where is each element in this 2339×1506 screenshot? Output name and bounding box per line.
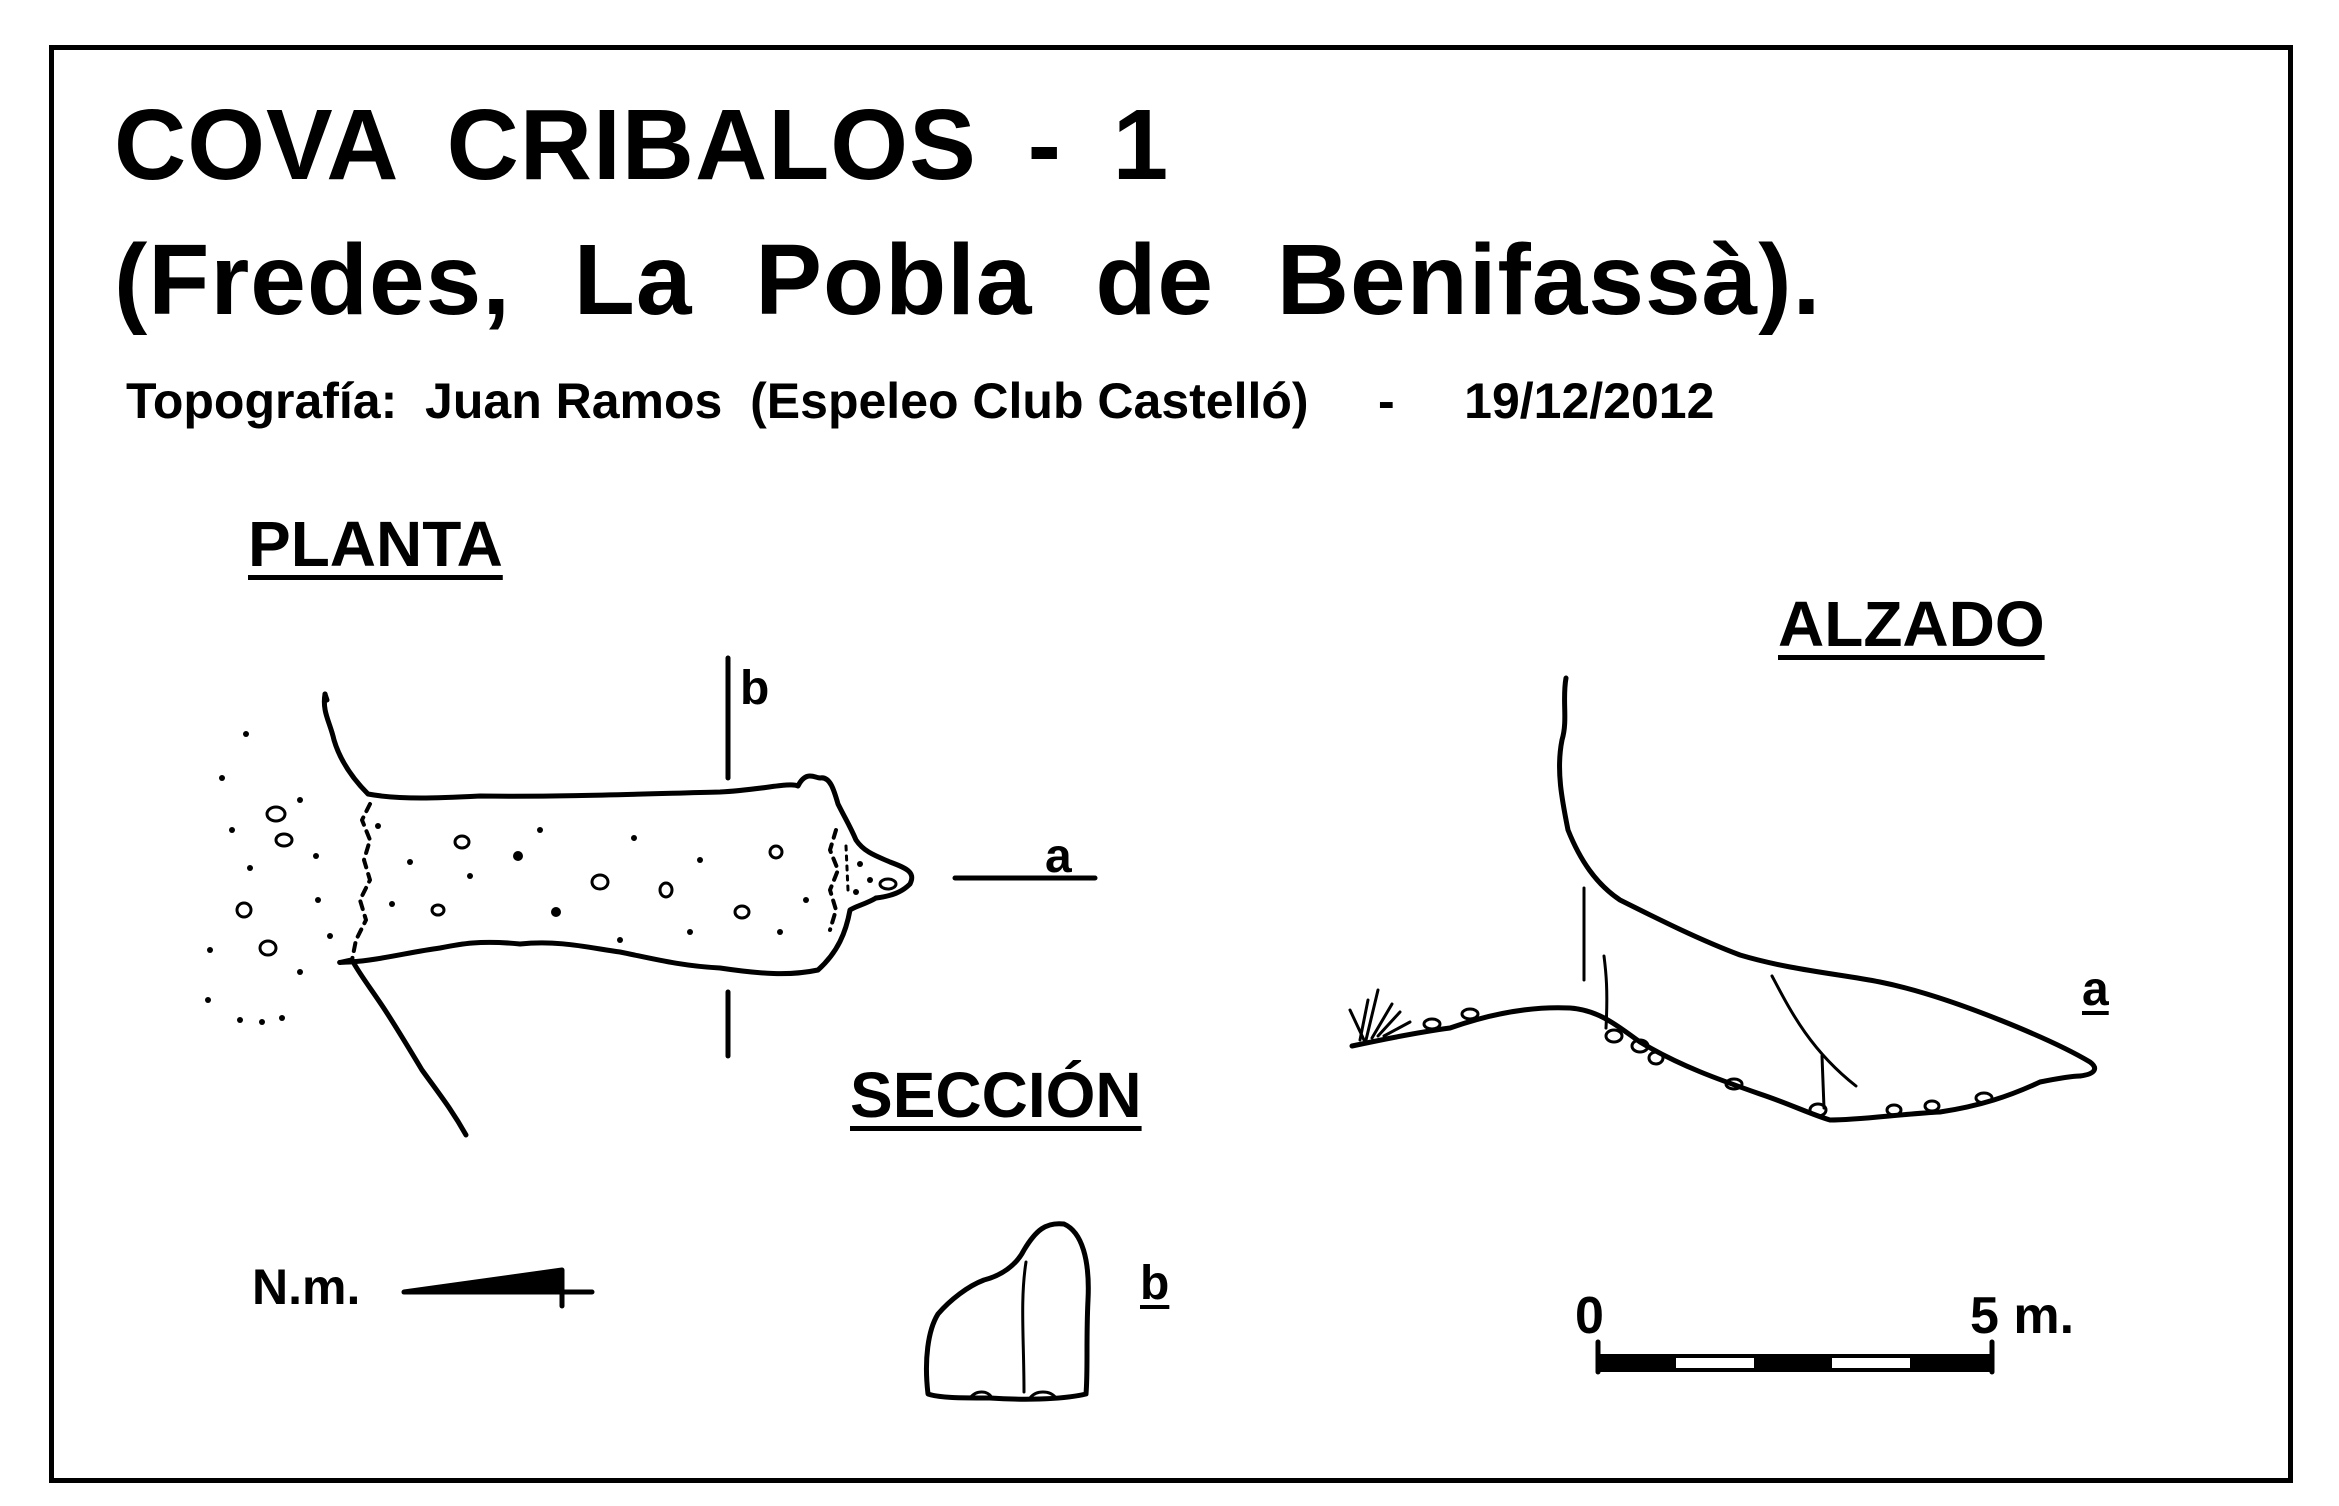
drawing-frame: [49, 45, 2293, 1483]
scale-bar: [1595, 1339, 1995, 1375]
plan-section-line-label: b: [740, 662, 770, 715]
plan-outer-wall-south: [349, 957, 469, 1138]
title-cave-name: COVA CRIBALOS - 1: [114, 89, 1170, 201]
plan-inner-drip-line-2: [844, 844, 850, 892]
title-location: (Fredes, La Pobla de Benifassà).: [114, 224, 1822, 336]
elevation-view: [1348, 675, 2098, 1123]
section-heading: SECCIÓN: [850, 1059, 1142, 1131]
plan-cave-wall-north: [321, 691, 915, 901]
section-cut-label: b: [1140, 1257, 1170, 1310]
survey-credits: Topografía: Juan Ramos (Espeleo Club Cas…: [126, 373, 1715, 429]
plan-profile-line-label: a: [1045, 830, 1072, 883]
section-outline: [924, 1221, 1091, 1402]
plan-heading: PLANTA: [248, 508, 503, 580]
elevation-fissure-2: [1820, 1054, 1826, 1110]
plan-inner-drip-line: [828, 828, 840, 932]
elevation-floor-line: [1349, 1005, 2083, 1123]
elevation-heading: ALZADO: [1778, 588, 2045, 660]
elevation-vegetation-icon: [1348, 988, 1412, 1042]
scale-start-label: 0: [1575, 1287, 1604, 1345]
elevation-profile-label: a: [2082, 963, 2109, 1016]
plan-view: [205, 655, 1098, 1138]
plan-gravel-dots: [205, 731, 873, 1025]
elevation-drip-line-2: [1602, 954, 1609, 1030]
magnetic-north-label: N.m.: [252, 1259, 361, 1315]
elevation-roof-line: [1557, 675, 2098, 1079]
section-floor-blocks: [968, 1390, 1058, 1400]
section-view: [924, 1221, 1091, 1402]
elevation-floor-rocks: [1422, 1007, 1994, 1118]
scale-end-label: 5 m.: [1970, 1287, 2075, 1345]
north-arrow-icon: [401, 1267, 595, 1309]
plan-rock-symbols: [235, 805, 898, 957]
section-fissure: [1021, 1260, 1028, 1394]
plan-outer-wall-north: [322, 691, 330, 703]
plan-cave-wall-south: [337, 895, 879, 977]
plan-entrance-drip-line: [350, 802, 372, 962]
elevation-fissure: [1770, 974, 1858, 1088]
